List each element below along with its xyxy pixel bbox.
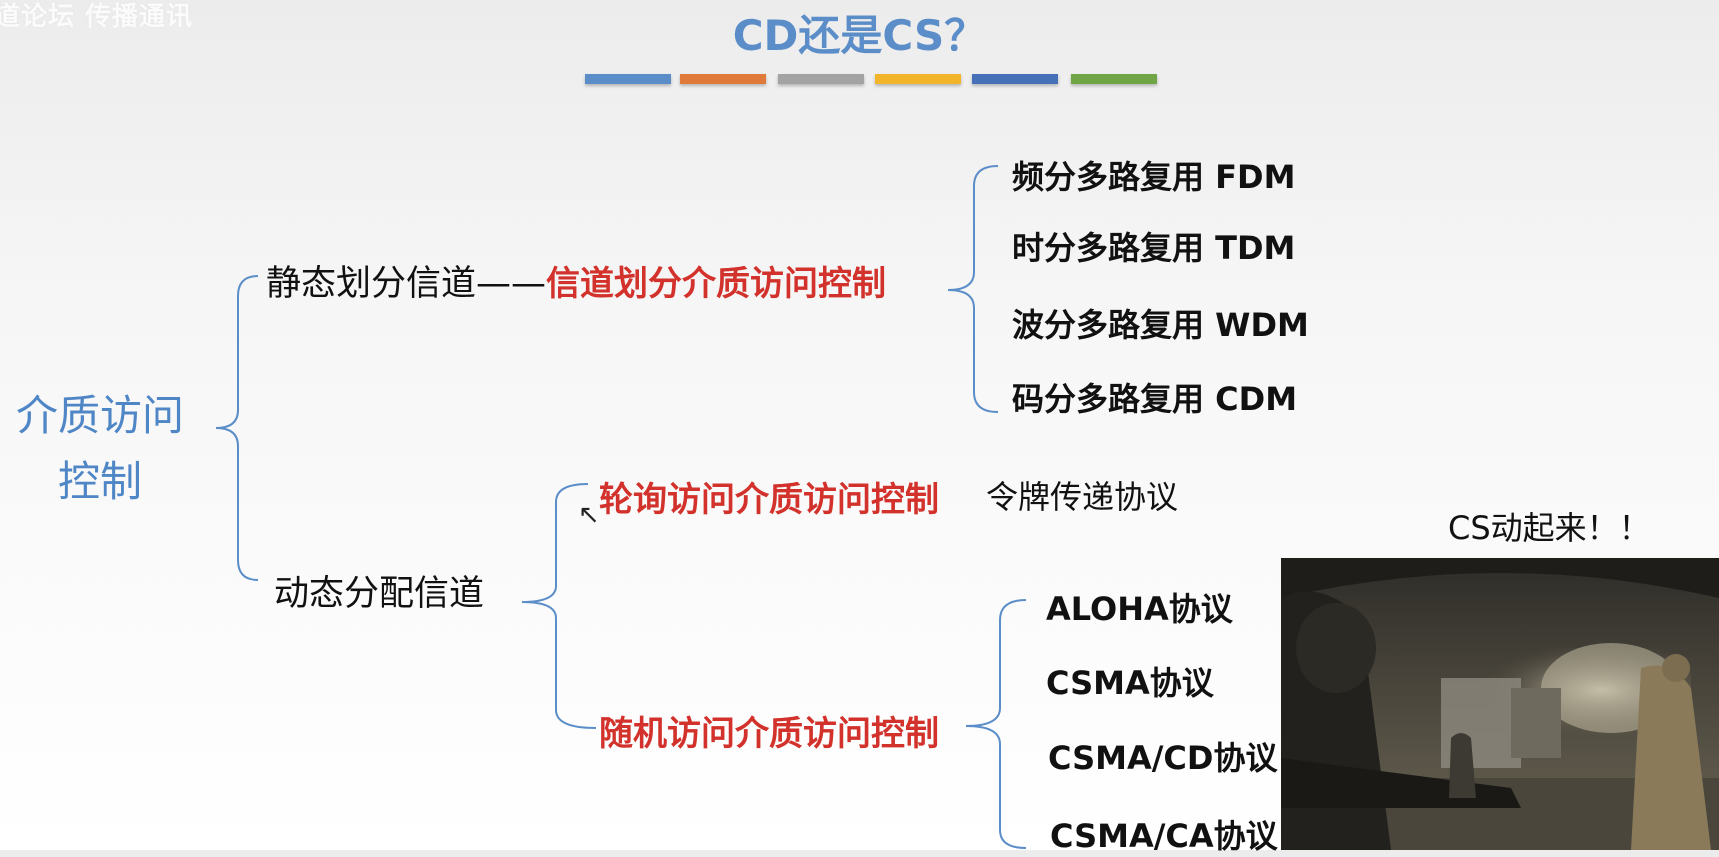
- channel-partition-method: 信道划分介质访问控制: [546, 264, 887, 304]
- image-caption: CS动起来！！: [1448, 509, 1651, 547]
- watermark: 道论坛 传播通讯: [0, 2, 194, 32]
- accent-bar: [680, 74, 766, 84]
- static-child-cdm: 码分多路复用 CDM: [1012, 380, 1298, 418]
- dynamic-channel-label: 动态分配信道: [274, 574, 485, 614]
- accent-bar: [585, 74, 671, 84]
- mouse-cursor-icon: ↖: [578, 500, 600, 530]
- root-node: 介质访问控制: [15, 391, 184, 506]
- accent-bar: [778, 74, 864, 84]
- polling-method: 轮询访问介质访问控制: [599, 480, 939, 520]
- random-access-method: 随机访问介质访问控制: [599, 714, 939, 754]
- accent-bar: [1071, 74, 1157, 84]
- slide-title: CD还是CS？: [732, 11, 987, 60]
- root-bracket: [215, 275, 259, 581]
- random-child-csma-cd: CSMA/CD协议: [1048, 739, 1278, 777]
- random-bracket: [965, 599, 1027, 849]
- token-passing-protocol: 令牌传递协议: [986, 478, 1179, 516]
- random-child-aloha: ALOHA协议: [1046, 590, 1233, 628]
- static-child-fdm: 频分多路复用 FDM: [1012, 158, 1296, 196]
- game-screenshot-image: [1281, 558, 1719, 850]
- random-child-csma: CSMA协议: [1046, 664, 1214, 702]
- static-channel-label: 静态划分信道——: [266, 264, 547, 304]
- accent-bar: [875, 74, 961, 84]
- static-child-tdm: 时分多路复用 TDM: [1012, 229, 1296, 267]
- dynamic-bracket: [521, 483, 597, 729]
- static-child-wdm: 波分多路复用 WDM: [1012, 306, 1309, 344]
- random-child-csma-ca: CSMA/CA协议: [1050, 817, 1278, 855]
- accent-bar: [972, 74, 1058, 84]
- static-bracket: [947, 165, 999, 413]
- static-branch: 静态划分信道——信道划分介质访问控制: [266, 255, 886, 306]
